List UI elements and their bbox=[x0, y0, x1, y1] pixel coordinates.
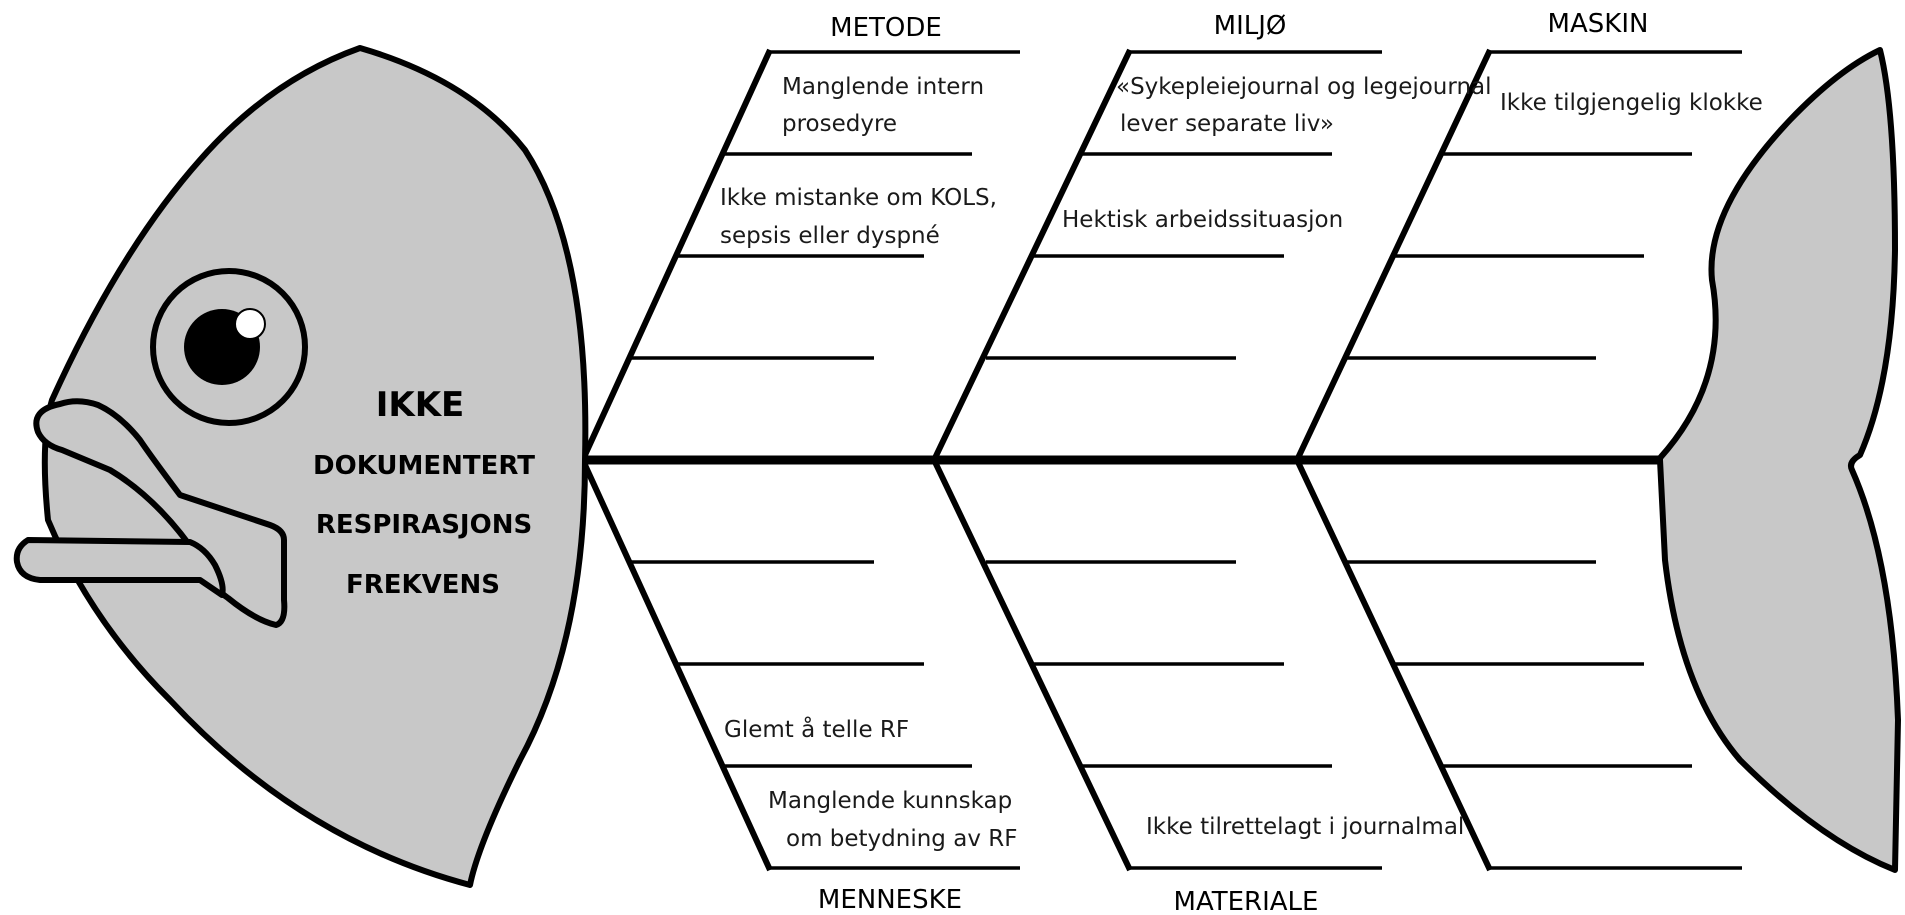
bone-bottom-right bbox=[1295, 460, 1493, 872]
cause-text: «Sykepleiejournal og legejournal bbox=[1116, 74, 1492, 100]
category-label-maskin: MASKIN bbox=[1548, 9, 1649, 39]
cause-text: Glemt å telle RF bbox=[724, 715, 909, 743]
bone-metode bbox=[582, 48, 773, 457]
effect-line: FREKVENS bbox=[346, 570, 500, 600]
cause-text: Hektisk arbeidssituasjon bbox=[1062, 207, 1343, 233]
cause-text: sepsis eller dyspné bbox=[720, 223, 940, 249]
ribs bbox=[628, 50, 1742, 870]
cause-text: prosedyre bbox=[782, 111, 897, 137]
effect-line: RESPIRASJONS bbox=[316, 510, 532, 540]
cause-text: Ikke tilrettelagt i journalmal bbox=[1146, 814, 1464, 840]
fish-tail-icon bbox=[1657, 47, 1901, 873]
effect-label: IKKE DOKUMENTERT RESPIRASJONS FREKVENS bbox=[313, 385, 535, 600]
bone-maskin bbox=[1295, 48, 1493, 460]
category-label-menneske: MENNESKE bbox=[818, 885, 962, 915]
bone-miljo bbox=[932, 48, 1133, 460]
bone-menneske bbox=[582, 463, 773, 872]
category-labels: METODE MILJØ MASKIN MENNESKE MATERIALE bbox=[818, 9, 1649, 915]
effect-line: IKKE bbox=[376, 385, 465, 425]
cause-text: Manglende intern bbox=[782, 74, 984, 100]
cause-text: Ikke tilgjengelig klokke bbox=[1500, 90, 1763, 116]
effect-line: DOKUMENTERT bbox=[313, 451, 535, 481]
cause-text: Ikke mistanke om KOLS, bbox=[720, 185, 997, 211]
fish-eye-icon bbox=[150, 268, 308, 426]
cause-text: Manglende kunnskap bbox=[768, 788, 1012, 814]
cause-text: lever separate liv» bbox=[1120, 111, 1334, 137]
main-bones bbox=[582, 48, 1493, 872]
category-label-metode: METODE bbox=[830, 13, 942, 43]
category-label-miljo: MILJØ bbox=[1214, 11, 1287, 41]
category-label-materiale: MATERIALE bbox=[1174, 887, 1319, 915]
bone-materiale bbox=[932, 460, 1133, 872]
fish-head-icon bbox=[41, 45, 589, 888]
cause-text: om betydning av RF bbox=[786, 826, 1017, 852]
fish-mouth-icon bbox=[13, 398, 288, 628]
causes: Manglende intern prosedyre Ikke mistanke… bbox=[720, 74, 1763, 852]
